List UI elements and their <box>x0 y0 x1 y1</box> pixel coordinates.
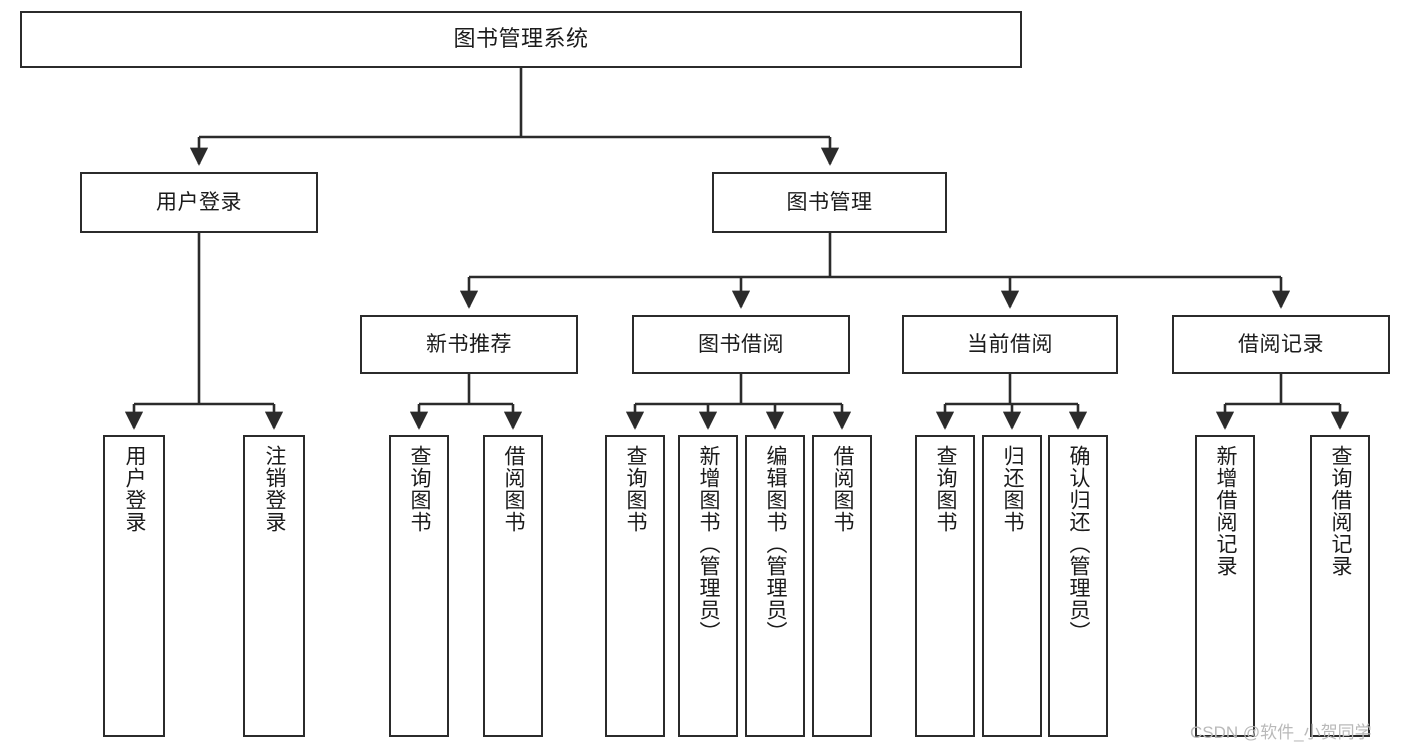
node-level2-2[interactable]: 图书管理 <box>712 172 947 233</box>
node-leaf-10[interactable]: 归还图书 <box>982 435 1042 737</box>
node-leaf-9[interactable]: 查询图书 <box>915 435 975 737</box>
node-level3-2[interactable]: 图书借阅 <box>632 315 850 374</box>
node-label: 图书管理系统 <box>453 26 589 52</box>
node-leaf-7[interactable]: 编辑图书（管理员） <box>745 435 805 737</box>
node-leaf-12[interactable]: 新增借阅记录 <box>1195 435 1255 737</box>
node-label: 确认归还（管理员） <box>1067 445 1091 643</box>
node-label: 图书借阅 <box>698 332 784 356</box>
node-label: 用户登录 <box>156 190 242 214</box>
node-level3-4[interactable]: 借阅记录 <box>1172 315 1390 374</box>
node-leaf-4[interactable]: 借阅图书 <box>483 435 543 737</box>
node-label: 当前借阅 <box>967 332 1053 356</box>
node-label: 查询图书 <box>408 445 432 533</box>
node-leaf-3[interactable]: 查询图书 <box>389 435 449 737</box>
node-label: 借阅图书 <box>502 445 526 533</box>
node-leaf-8[interactable]: 借阅图书 <box>812 435 872 737</box>
node-level2-1[interactable]: 用户登录 <box>80 172 318 233</box>
node-label: 图书管理 <box>786 190 873 214</box>
node-label: 查询图书 <box>624 445 648 533</box>
node-label: 新增借阅记录 <box>1214 445 1238 577</box>
node-label: 编辑图书（管理员） <box>764 445 788 643</box>
node-label: 借阅记录 <box>1238 332 1324 356</box>
csdn-watermark: CSDN @软件_小贺同学 <box>1190 723 1372 742</box>
node-leaf-11[interactable]: 确认归还（管理员） <box>1048 435 1108 737</box>
node-leaf-13[interactable]: 查询借阅记录 <box>1310 435 1370 737</box>
node-leaf-6[interactable]: 新增图书（管理员） <box>678 435 738 737</box>
node-leaf-2[interactable]: 注销登录 <box>243 435 305 737</box>
node-label: 查询图书 <box>934 445 958 533</box>
node-label: 借阅图书 <box>831 445 855 533</box>
node-root-system[interactable]: 图书管理系统 <box>20 11 1022 68</box>
node-label: 新增图书（管理员） <box>697 445 721 643</box>
node-leaf-1[interactable]: 用户登录 <box>103 435 165 737</box>
node-label: 查询借阅记录 <box>1329 445 1353 577</box>
node-label: 归还图书 <box>1001 445 1025 533</box>
node-label: 新书推荐 <box>426 332 512 356</box>
node-label: 用户登录 <box>123 445 147 533</box>
node-level3-1[interactable]: 新书推荐 <box>360 315 578 374</box>
node-label: 注销登录 <box>263 445 287 533</box>
node-level3-3[interactable]: 当前借阅 <box>902 315 1118 374</box>
node-leaf-5[interactable]: 查询图书 <box>605 435 665 737</box>
